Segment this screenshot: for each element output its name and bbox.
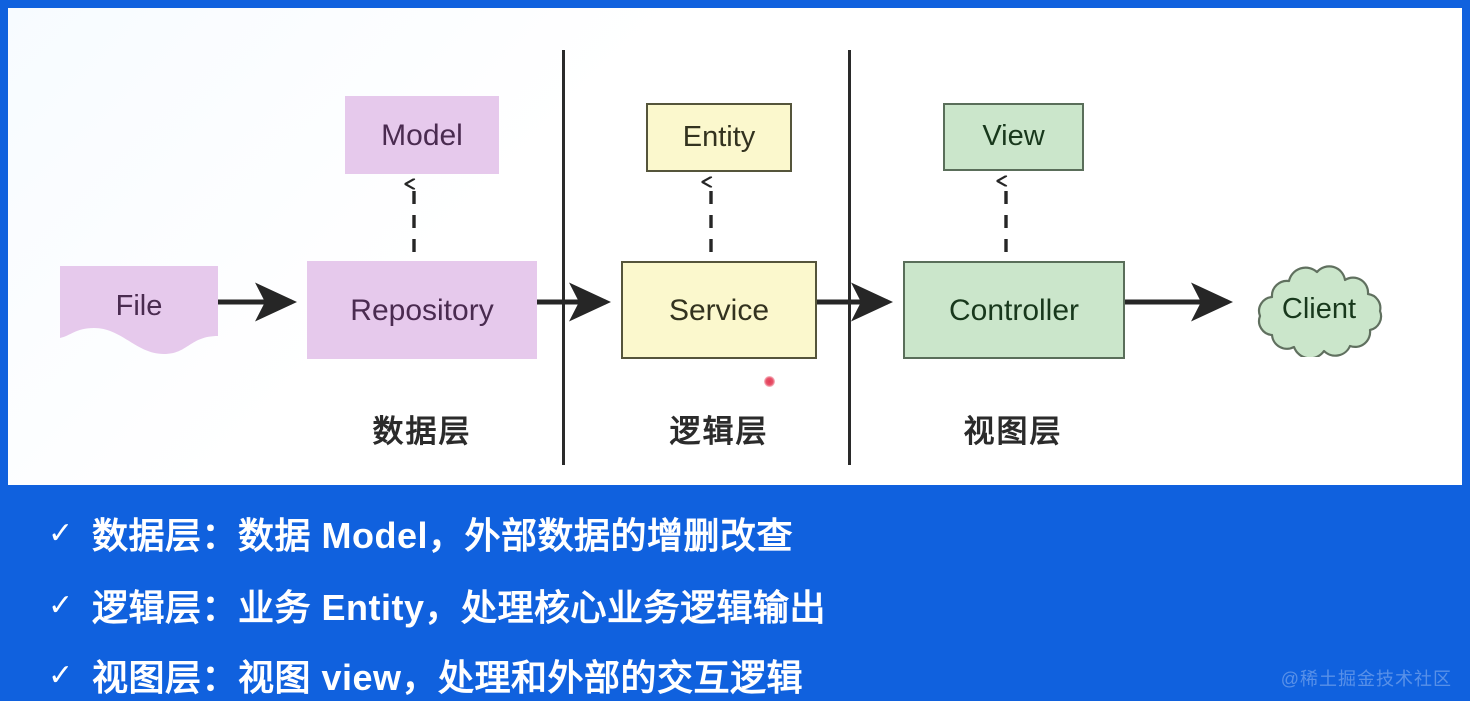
- layer-divider-data-logic: [562, 50, 565, 465]
- node-client-label: Client: [1281, 293, 1357, 326]
- node-service-label: Service: [668, 293, 770, 327]
- layer-divider-logic-view: [848, 50, 851, 465]
- bullet-item-logic-layer: ✓ 逻辑层：业务 Entity，处理核心业务逻辑输出: [48, 579, 826, 631]
- node-file[interactable]: File: [60, 266, 218, 354]
- node-entity-label: Entity: [682, 120, 756, 153]
- node-file-label: File: [115, 290, 163, 323]
- check-icon: ✓: [48, 516, 74, 550]
- file-document-icon: [60, 266, 218, 354]
- layer-caption-view: 视图层: [963, 414, 1063, 449]
- bullet-text-view-layer: 视图层：视图 view，处理和外部的交互逻辑: [92, 657, 804, 698]
- summary-bullet-panel: ✓ 数据层：数据 Model，外部数据的增删改查 ✓ 逻辑层：业务 Entity…: [0, 485, 1470, 701]
- node-model[interactable]: Model: [345, 96, 499, 174]
- bullet-text-logic-layer: 逻辑层：业务 Entity，处理核心业务逻辑输出: [92, 587, 827, 628]
- node-controller[interactable]: Controller: [903, 261, 1125, 359]
- cursor-dot-icon: [764, 376, 775, 387]
- node-repository-label: Repository: [350, 293, 494, 327]
- check-icon: ✓: [48, 588, 74, 622]
- node-repository[interactable]: Repository: [307, 261, 537, 359]
- layer-caption-logic: 逻辑层: [669, 414, 769, 449]
- node-service[interactable]: Service: [621, 261, 817, 359]
- node-view[interactable]: View: [943, 103, 1084, 171]
- node-client[interactable]: Client: [1246, 263, 1392, 357]
- cloud-icon: [1257, 265, 1383, 357]
- bullet-item-data-layer: ✓ 数据层：数据 Model，外部数据的增删改查: [48, 507, 793, 559]
- bullet-item-view-layer: ✓ 视图层：视图 view，处理和外部的交互逻辑: [48, 649, 803, 701]
- node-model-label: Model: [381, 118, 463, 152]
- watermark-label: @稀土掘金技术社区: [1280, 669, 1452, 689]
- check-icon: ✓: [48, 658, 74, 692]
- node-controller-label: Controller: [948, 293, 1080, 327]
- node-entity[interactable]: Entity: [646, 103, 792, 172]
- bullet-text-data-layer: 数据层：数据 Model，外部数据的增删改查: [92, 515, 793, 556]
- architecture-diagram-panel: File Repository Model Service Entity Con…: [8, 8, 1462, 485]
- layer-caption-data: 数据层: [372, 414, 472, 449]
- node-view-label: View: [982, 120, 1045, 153]
